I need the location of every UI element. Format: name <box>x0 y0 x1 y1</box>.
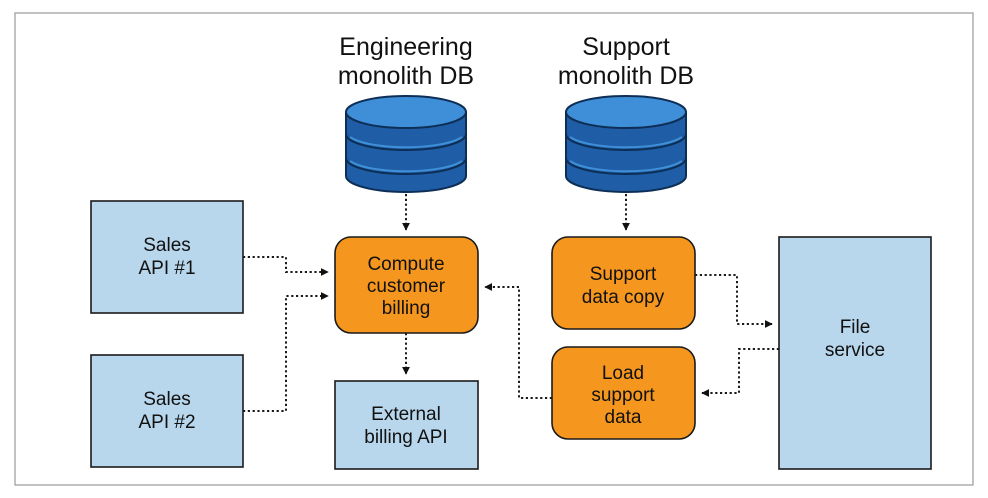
engineering-db-title-line2: monolith DB <box>338 62 474 90</box>
engineering-db-title-line1: Engineering <box>339 33 472 61</box>
support-db-title-line1: Support <box>582 33 670 61</box>
support-db-title-line2: monolith DB <box>558 62 694 90</box>
load-to-compute-connector <box>484 283 552 399</box>
compute-billing-label-line1: Compute <box>367 254 444 275</box>
database-icon <box>565 95 687 193</box>
load-support-node: Load support data <box>551 346 696 440</box>
support-copy-label-line2: data copy <box>582 287 665 308</box>
load-support-label-line1: Load <box>602 363 644 384</box>
compute-billing-node: Compute customer billing <box>334 236 479 334</box>
support-db: Support monolith DB <box>558 33 694 193</box>
sales-api-1-node: Sales API #1 <box>90 200 244 314</box>
compute-billing-label-line3: billing <box>382 298 431 319</box>
external-billing-label-line1: External <box>371 404 441 425</box>
sales-api-1-label-line1: Sales <box>143 235 191 256</box>
file-service-label-line2: service <box>825 340 885 361</box>
sales-api-1-label-line2: API #1 <box>138 258 195 279</box>
sales-api-2-label-line2: API #2 <box>138 412 195 433</box>
sales-api-2-node: Sales API #2 <box>90 354 244 468</box>
engineering-db: Engineering monolith DB <box>338 33 474 193</box>
compute-billing-label-line2: customer <box>367 276 446 297</box>
copy-to-file-service-connector <box>695 274 773 328</box>
file-service-label-line1: File <box>840 317 871 338</box>
file-service-to-load-connector <box>701 348 779 397</box>
file-service-node: File service <box>778 236 932 470</box>
load-support-label-line3: data <box>605 407 642 428</box>
support-copy-node: Support data copy <box>551 236 696 330</box>
sales-api-2-label-line1: Sales <box>143 389 191 410</box>
external-billing-node: External billing API <box>334 380 479 470</box>
database-icon <box>345 95 467 193</box>
support-copy-label-line1: Support <box>590 264 657 285</box>
sales-api-2-to-compute-connector <box>243 292 329 412</box>
external-billing-label-line2: billing API <box>364 427 447 448</box>
sales-api-1-to-compute-connector <box>243 256 329 276</box>
load-support-label-line2: support <box>591 385 655 406</box>
